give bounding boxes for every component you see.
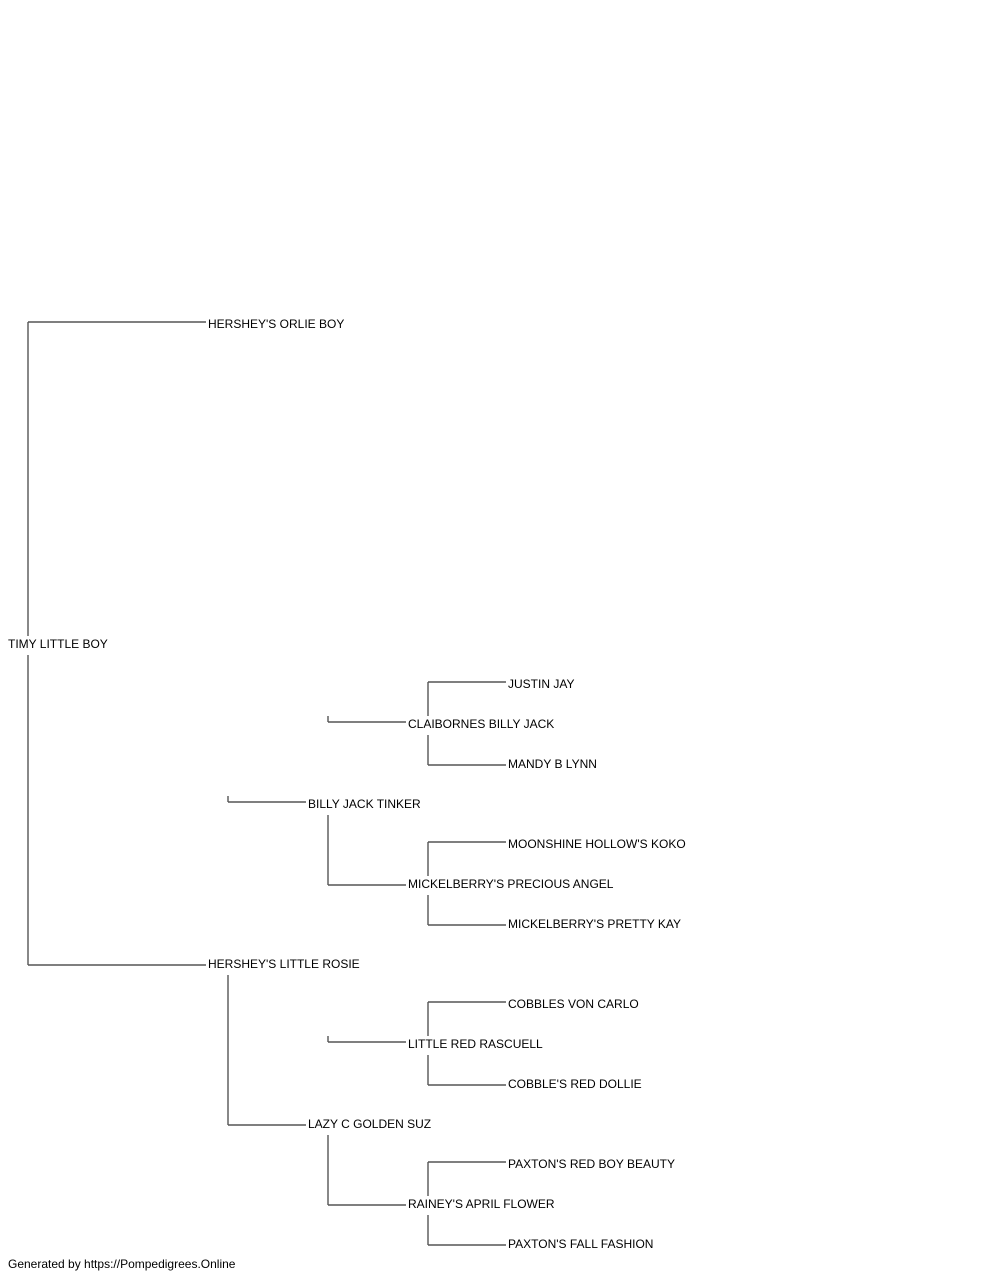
dam-dam-sire-dam-name: COBBLE'S RED DOLLIE — [508, 1077, 642, 1091]
generated-by-footer: Generated by https://Pompedigrees.Online — [8, 1257, 236, 1271]
dam-sire-name: BILLY JACK TINKER — [308, 797, 421, 811]
dam-sire-dam-sire-name: MOONSHINE HOLLOW'S KOKO — [508, 837, 686, 851]
dam-dam-sire-sire-name: COBBLES VON CARLO — [508, 997, 639, 1011]
dam-dam-sire-name: LITTLE RED RASCUELL — [408, 1037, 543, 1051]
dam-sire-sire-sire-name: JUSTIN JAY — [508, 677, 574, 691]
dam-dam-dam-dam-name: PAXTON'S FALL FASHION — [508, 1237, 653, 1251]
dam-sire-dam-dam-name: MICKELBERRY'S PRETTY KAY — [508, 917, 681, 931]
sire-name: HERSHEY'S ORLIE BOY — [208, 317, 344, 331]
dam-sire-sire-name: CLAIBORNES BILLY JACK — [408, 717, 554, 731]
dam-sire-sire-dam-name: MANDY B LYNN — [508, 757, 597, 771]
subject-name: TIMY LITTLE BOY — [8, 637, 108, 651]
dam-dam-dam-name: RAINEY'S APRIL FLOWER — [408, 1197, 555, 1211]
dam-sire-dam-name: MICKELBERRY'S PRECIOUS ANGEL — [408, 877, 614, 891]
dam-dam-dam-sire-name: PAXTON'S RED BOY BEAUTY — [508, 1157, 675, 1171]
dam-dam-name: LAZY C GOLDEN SUZ — [308, 1117, 431, 1131]
pedigree-connectors — [27, 321, 506, 1246]
dam-name: HERSHEY'S LITTLE ROSIE — [208, 957, 360, 971]
